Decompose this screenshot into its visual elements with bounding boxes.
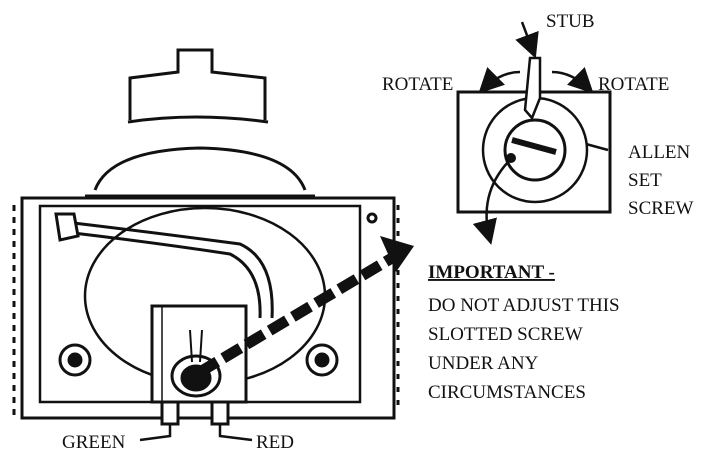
adjustment-detail [456, 21, 612, 245]
allen-label-line-1: ALLEN [628, 142, 691, 163]
green-label: GREEN [62, 432, 126, 453]
important-line-2: SLOTTED SCREW [428, 324, 583, 345]
important-line-3: UNDER ANY [428, 353, 539, 374]
detail-pointer-arrow [197, 236, 414, 377]
allen-label-line-2: SET [628, 170, 662, 191]
allen-label-line-3: SCREW [628, 198, 694, 219]
important-line-4: CIRCUMSTANCES [428, 382, 586, 403]
allen-screw-hole [506, 153, 516, 163]
rotate-left-label: ROTATE [382, 74, 453, 95]
red-label: RED [256, 432, 294, 453]
rotate-right-label: ROTATE [598, 74, 669, 95]
valve-body [12, 48, 400, 426]
stub-label: STUB [546, 11, 595, 32]
wire-leaders [139, 424, 253, 442]
important-line-1: DO NOT ADJUST THIS [428, 295, 620, 316]
important-heading: IMPORTANT - [428, 262, 555, 283]
